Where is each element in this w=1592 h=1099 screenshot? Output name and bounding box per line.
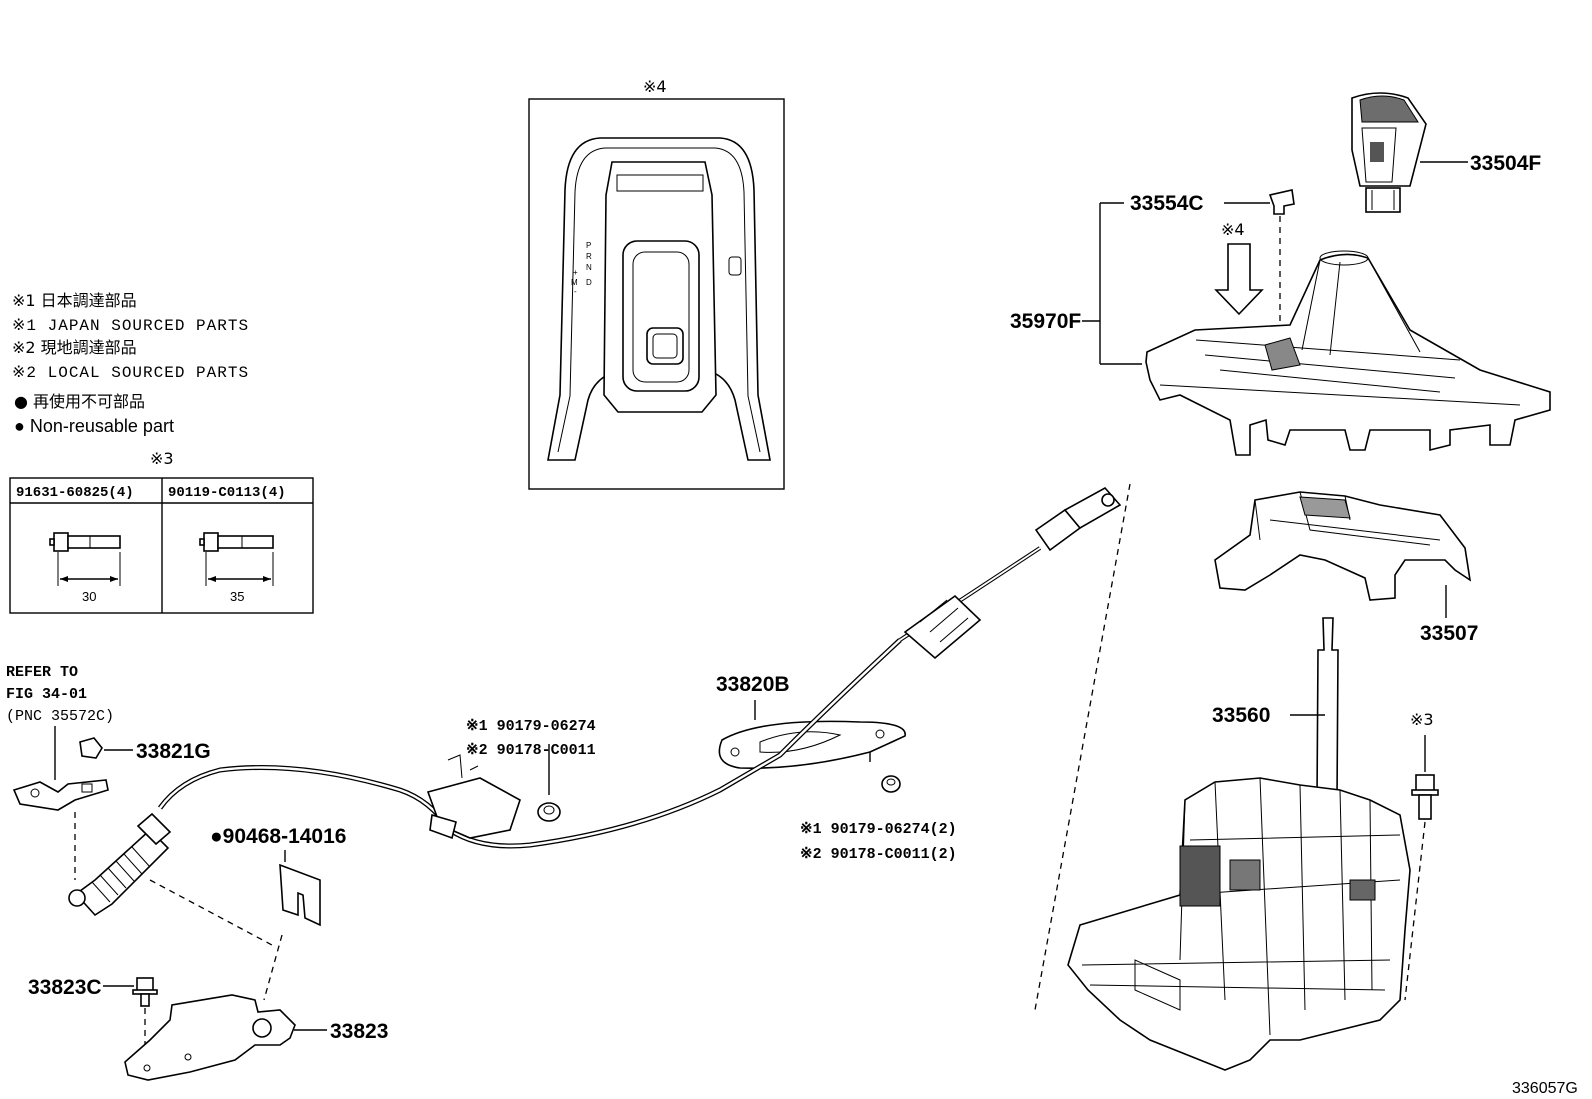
cable-bracket-ref-icon (12, 779, 109, 811)
part-90468-14016: ●90468-14016 (210, 825, 346, 848)
legend-local-sourced-jp: ※2 現地調達部品 (12, 338, 137, 357)
clip-33554C-icon (1268, 189, 1295, 215)
nut-pair-icon (881, 775, 901, 793)
gear-letter-n: N (586, 263, 592, 272)
bolt-table-col1-length: 30 (82, 589, 96, 604)
nut-icon (537, 802, 561, 822)
bolt-mark-3: ※3 (1410, 710, 1434, 729)
bolt-table-col2-part: 90119-C0113(4) (168, 485, 286, 501)
refer-line1: REFER TO (6, 664, 78, 681)
legend-japan-sourced-en: ※1 JAPAN SOURCED PARTS (12, 317, 249, 335)
legend-local-sourced-en: ※2 LOCAL SOURCED PARTS (12, 364, 249, 382)
cable-grommet-plate-icon (718, 720, 906, 769)
shift-panel-inset: ※4 P R N D + M - (528, 77, 785, 490)
cable-mount-bracket-icon (426, 754, 521, 840)
legend-non-reusable-jp: ● 再使用不可部品 (14, 392, 145, 411)
bracket-33507-icon (1214, 491, 1472, 601)
refer-line2: FIG 34-01 (6, 686, 87, 703)
part-33554C: 33554C (1130, 192, 1204, 215)
shift-lever-assembly-icon (1067, 617, 1411, 1071)
bolt-table-col1-part: 91631-60825(4) (16, 485, 134, 501)
bolt-table-mark: ※3 (150, 449, 174, 468)
legend: ※1 日本調達部品 ※1 JAPAN SOURCED PARTS ※2 現地調達… (12, 291, 249, 436)
down-arrow-icon (1214, 243, 1264, 316)
gear-letter-p: P (586, 241, 591, 250)
figure-id: 336057G (1512, 1080, 1578, 1097)
nut-b-line2: ※2 90178-C0011(2) (800, 846, 957, 863)
part-33820B: 33820B (716, 673, 790, 696)
nut-b-line1: ※1 90179-06274(2) (800, 821, 957, 838)
bolt-table-col2-length: 35 (230, 589, 244, 604)
shift-console-cover-icon (1145, 250, 1551, 456)
part-35970F: 35970F (1010, 310, 1081, 333)
arrow-mark-4: ※4 (1221, 220, 1245, 239)
part-33560: 33560 (1212, 704, 1270, 727)
bolt-35-icon (199, 532, 274, 586)
inset-mark: ※4 (643, 77, 667, 96)
part-33821G: 33821G (136, 740, 211, 763)
part-33823: 33823 (330, 1020, 388, 1043)
part-33823C: 33823C (28, 976, 102, 999)
shift-knob-icon (1351, 92, 1427, 213)
legend-non-reusable-en: ● Non-reusable part (14, 416, 174, 436)
bolt-table: ※3 91631-60825(4) 90119-C0113(4) 30 (9, 449, 314, 614)
retaining-clip-icon (279, 863, 321, 927)
bracket-bolt-icon (132, 977, 158, 1007)
inset-frame (528, 98, 785, 490)
manual-letter-m: M (571, 278, 578, 287)
cable-end-connector-icon (1034, 486, 1122, 552)
part-33507: 33507 (1420, 622, 1478, 645)
nut-a-line1: ※1 90179-06274 (466, 718, 596, 735)
part-33504F: 33504F (1470, 152, 1541, 175)
bolt-30-icon (49, 532, 121, 586)
gear-letter-r: R (586, 252, 592, 261)
clip-33821G-icon (79, 737, 103, 759)
manual-letter-minus: - (574, 287, 577, 296)
legend-japan-sourced-jp: ※1 日本調達部品 (12, 291, 137, 310)
gear-letter-d: D (586, 278, 592, 287)
bolt-icon (1411, 774, 1439, 820)
cable-boot-icon (68, 812, 172, 917)
cable-adjuster-icon (903, 594, 982, 660)
cable-bracket-33823-icon (124, 994, 296, 1081)
manual-letter-plus: + (573, 268, 578, 277)
nut-a-line2: ※2 90178-C0011 (466, 742, 596, 759)
refer-line3: (PNC 35572C) (6, 708, 114, 725)
gear-indicator-labels: P R N D + M - (571, 241, 592, 296)
